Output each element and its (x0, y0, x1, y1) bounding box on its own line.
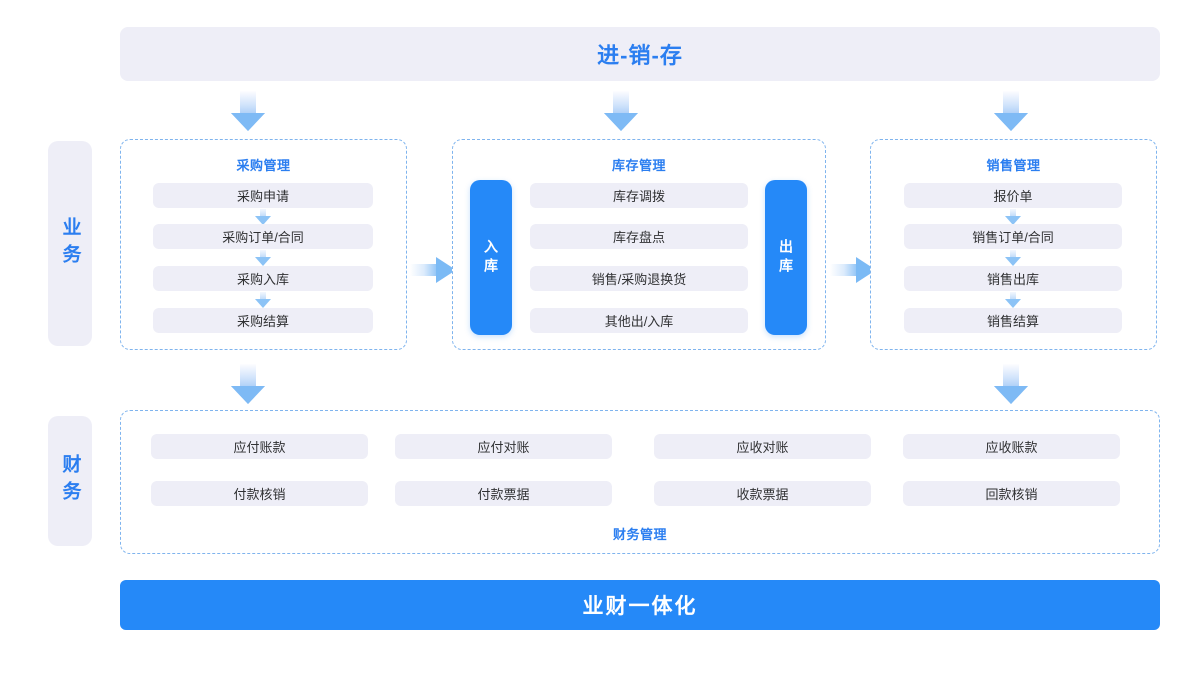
pill-inventory-3[interactable]: 其他出/入库 (530, 308, 748, 333)
module-sales-title: 销售管理 (986, 158, 1041, 173)
pill-sales-3[interactable]: 销售结算 (904, 308, 1122, 333)
arrow-down-icon-sales-1 (1005, 250, 1021, 266)
arrow-down-icon-sales-0 (1005, 209, 1021, 225)
pill-finance-r2-3[interactable]: 回款核销 (903, 481, 1120, 506)
side-label-finance-text: 财务 (59, 454, 81, 508)
arrow-down-icon-sales (994, 91, 1028, 131)
page-title: 进-销-存 (597, 43, 683, 68)
side-label-finance: 财务 (48, 416, 92, 546)
arrow-down-icon-sales-to-finance (994, 364, 1028, 404)
module-finance[interactable]: 应付账款 应付对账 应收对账 应收账款 付款核销 付款票据 收款票据 回款核销 … (120, 410, 1160, 554)
arrow-down-icon-purchase-1 (255, 250, 271, 266)
pill-sales-2[interactable]: 销售出库 (904, 266, 1122, 291)
inbound-bar[interactable]: 入库 (470, 180, 512, 335)
module-finance-title: 财务管理 (612, 527, 667, 542)
pill-finance-r1-0[interactable]: 应付账款 (151, 434, 368, 459)
arrow-down-icon-purchase-0 (255, 209, 271, 225)
pill-inventory-0[interactable]: 库存调拨 (530, 183, 748, 208)
pill-finance-r1-3[interactable]: 应收账款 (903, 434, 1120, 459)
inbound-label: 入库 (483, 238, 499, 277)
outbound-bar[interactable]: 出库 (765, 180, 807, 335)
arrow-down-icon-purchase-2 (255, 292, 271, 308)
pill-inventory-1[interactable]: 库存盘点 (530, 224, 748, 249)
module-purchase[interactable]: 采购管理 采购申请 采购订单/合同 采购入库 采购结算 (120, 139, 407, 350)
pill-finance-r2-2[interactable]: 收款票据 (654, 481, 871, 506)
arrow-down-icon-purchase-to-finance (231, 364, 265, 404)
pill-inventory-2[interactable]: 销售/采购退换货 (530, 266, 748, 291)
pill-purchase-1[interactable]: 采购订单/合同 (153, 224, 373, 249)
arrow-down-icon-sales-2 (1005, 292, 1021, 308)
pill-finance-r2-0[interactable]: 付款核销 (151, 481, 368, 506)
module-inventory-title: 库存管理 (611, 158, 666, 173)
arrow-down-icon-inventory (604, 91, 638, 131)
pill-purchase-3[interactable]: 采购结算 (153, 308, 373, 333)
side-label-business-text: 业务 (59, 216, 81, 271)
top-title-bar: 进-销-存 (120, 27, 1160, 81)
side-label-business: 业务 (48, 141, 92, 346)
bottom-summary-title: 业财一体化 (582, 595, 698, 618)
pill-sales-1[interactable]: 销售订单/合同 (904, 224, 1122, 249)
bottom-summary-bar: 业财一体化 (120, 580, 1160, 630)
module-purchase-title: 采购管理 (236, 158, 291, 173)
pill-finance-r2-1[interactable]: 付款票据 (395, 481, 612, 506)
arrow-right-icon-purchase-to-inventory (410, 257, 456, 283)
pill-finance-r1-1[interactable]: 应付对账 (395, 434, 612, 459)
module-inventory[interactable]: 库存管理 入库 出库 库存调拨 库存盘点 销售/采购退换货 其他出/入库 (452, 139, 826, 350)
pill-purchase-0[interactable]: 采购申请 (153, 183, 373, 208)
pill-purchase-2[interactable]: 采购入库 (153, 266, 373, 291)
pill-sales-0[interactable]: 报价单 (904, 183, 1122, 208)
arrow-down-icon-purchase (231, 91, 265, 131)
pill-finance-r1-2[interactable]: 应收对账 (654, 434, 871, 459)
module-sales[interactable]: 销售管理 报价单 销售订单/合同 销售出库 销售结算 (870, 139, 1157, 350)
outbound-label: 出库 (778, 238, 794, 277)
